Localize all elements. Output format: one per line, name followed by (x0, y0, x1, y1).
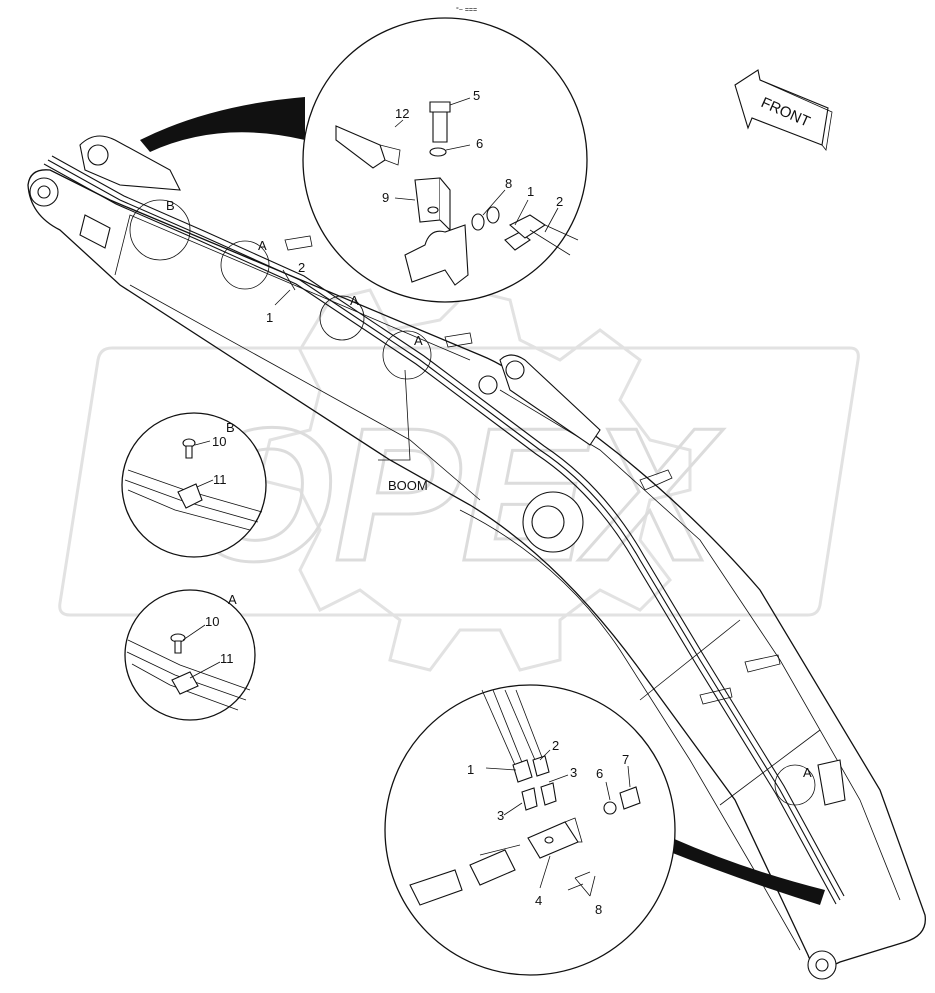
boom-label: BOOM (388, 478, 428, 493)
callout-a-lower-circle (774, 764, 816, 806)
callout-b-circle (129, 199, 191, 261)
bottom-leader-8 (574, 875, 596, 897)
bottom-leader-4 (539, 855, 551, 889)
detail-a-title: A (228, 592, 237, 607)
detail-a-part-10: 10 (205, 614, 219, 629)
top-leader-8 (482, 189, 506, 216)
bottom-part-2: 2 (552, 738, 559, 753)
callout-b: B (166, 198, 175, 213)
callout-a3: A (414, 333, 423, 348)
callout-a2: A (350, 293, 359, 308)
top-part-1: 1 (527, 184, 534, 199)
detail-b-leader-10 (194, 440, 211, 446)
bottom-part-8: 8 (595, 902, 602, 917)
front-arrow-icon (734, 69, 833, 151)
top-leader-1 (514, 199, 529, 226)
bottom-part-4: 4 (535, 893, 542, 908)
top-part-12: 12 (395, 106, 409, 121)
top-part-9: 9 (382, 190, 389, 205)
detail-a (124, 589, 256, 721)
bottom-leader-7 (627, 765, 631, 788)
detail-b (121, 412, 267, 558)
top-leader-9 (394, 197, 416, 201)
top-leader-6 (445, 144, 471, 151)
bottom-leader-3b (503, 802, 523, 816)
detail-b-part-11: 11 (213, 472, 227, 487)
top-leader-5 (449, 97, 471, 106)
bottom-leader-3a (548, 774, 569, 783)
bottom-detail (384, 684, 676, 976)
detail-b-title: B (226, 420, 235, 435)
top-leader-2 (544, 207, 559, 233)
bottom-leader-1 (485, 767, 517, 771)
bottom-leader-2 (539, 749, 551, 761)
watermark-text: OPEX (186, 389, 724, 601)
top-detail (302, 17, 588, 303)
callout-a-lower: A (803, 765, 812, 780)
top-part-2: 2 (556, 194, 563, 209)
corner-mark: °− === (456, 6, 477, 14)
detail-a-leader-10 (182, 624, 206, 641)
detail-b-part-10: 10 (212, 434, 226, 449)
bottom-part-3b: 3 (497, 808, 504, 823)
callout-2: 2 (298, 260, 305, 275)
top-detail-pointer (140, 97, 305, 152)
bottom-part-1: 1 (467, 762, 474, 777)
detail-a-part-11: 11 (220, 651, 234, 666)
boom (27, 135, 926, 980)
watermark: OPEX (58, 288, 860, 672)
leader-1 (274, 289, 291, 306)
callout-a1: A (258, 238, 267, 253)
top-leader-12 (394, 119, 404, 128)
callout-1: 1 (266, 310, 273, 325)
detail-a-leader-11 (189, 661, 221, 679)
bottom-leader-6 (605, 781, 611, 801)
top-part-6: 6 (476, 136, 483, 151)
bottom-detail-pointer (665, 838, 825, 905)
leader-2 (282, 269, 296, 291)
callout-a1-circle (220, 240, 270, 290)
bottom-part-3a: 3 (570, 765, 577, 780)
bottom-part-7: 7 (622, 752, 629, 767)
callout-a2-circle (319, 295, 365, 341)
top-part-5: 5 (473, 88, 480, 103)
bottom-part-6: 6 (596, 766, 603, 781)
top-part-8: 8 (505, 176, 512, 191)
callout-a3-circle (382, 330, 432, 380)
detail-b-leader-11 (196, 479, 214, 488)
boom-leader (378, 369, 411, 461)
hose-lines (43, 155, 845, 905)
